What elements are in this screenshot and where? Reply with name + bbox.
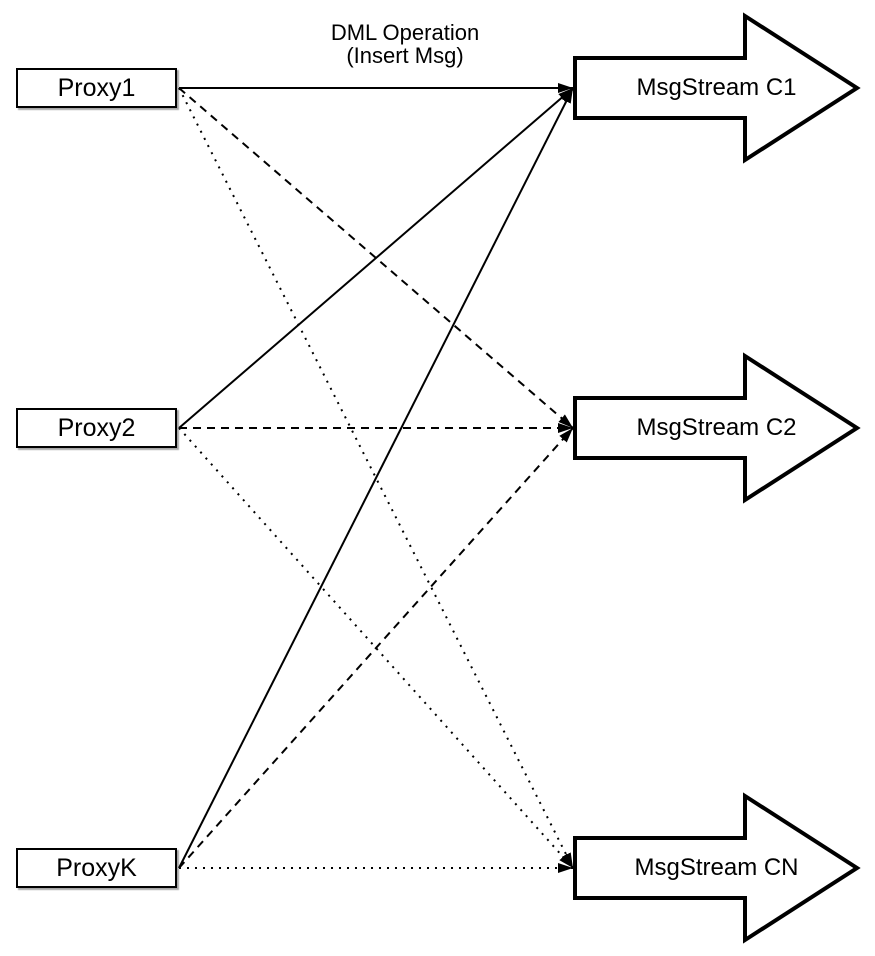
edge-proxyk-to-c2 <box>178 427 574 869</box>
msgstream-c2-block-arrow-icon <box>573 352 861 504</box>
proxyk-label: ProxyK <box>56 853 137 882</box>
dml-operation-edge-label-line1: DML Operation <box>330 20 480 45</box>
edge-proxy1-to-cn <box>178 87 574 869</box>
proxyk-node: ProxyK <box>16 848 177 888</box>
edge-proxyk-to-c1 <box>178 87 574 869</box>
proxy2-label: Proxy2 <box>57 413 136 442</box>
dml-operation-edge-label: DML Operation (Insert Msg) <box>285 21 525 67</box>
proxy1-node: Proxy1 <box>16 68 177 108</box>
msgstream-c1-block-arrow-icon <box>573 12 861 164</box>
msgstream-cn-block-arrow-icon <box>573 792 861 944</box>
dml-operation-edge-label-line2: (Insert Msg) <box>346 43 464 68</box>
proxy1-label: Proxy1 <box>57 73 136 102</box>
edge-proxy2-to-c1 <box>178 87 574 429</box>
edge-proxy1-to-c2 <box>178 87 574 429</box>
proxy2-node: Proxy2 <box>16 408 177 448</box>
